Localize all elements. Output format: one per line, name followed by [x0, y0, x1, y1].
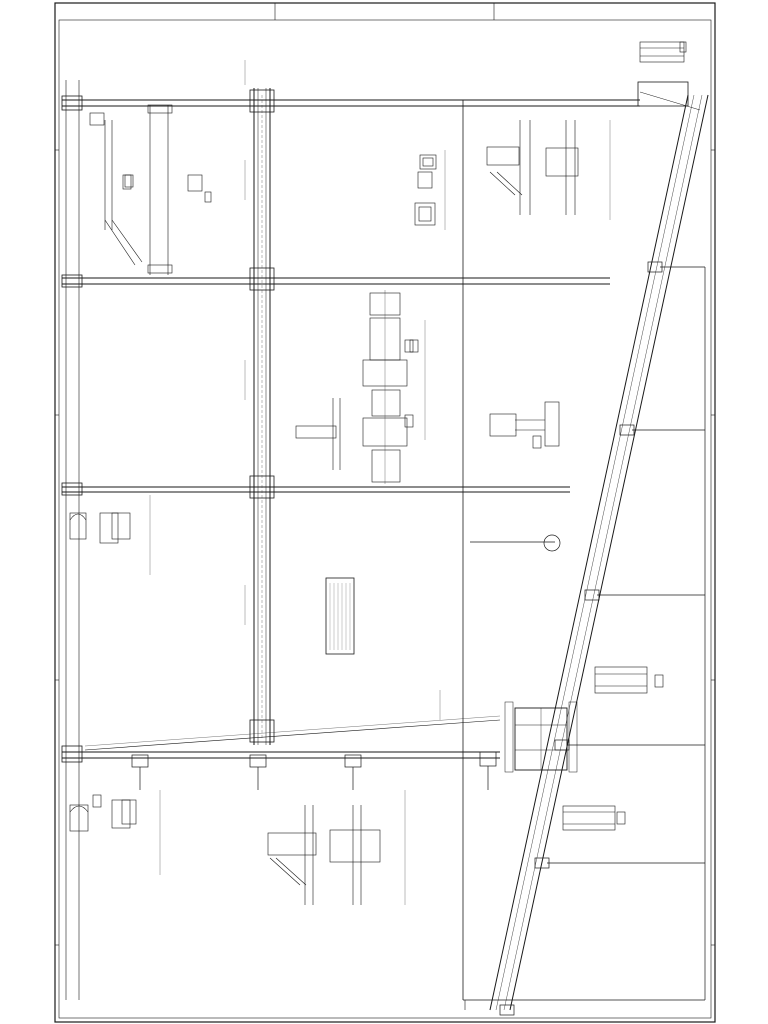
detail-tags — [92, 41, 687, 825]
footings — [131, 751, 497, 790]
detail-lower-centre — [267, 805, 381, 905]
raking-member — [84, 719, 501, 751]
trestle-3 — [470, 534, 561, 552]
detail-base-mid-right — [489, 401, 560, 447]
gallery-chord-3 — [495, 94, 695, 1011]
inclined-gallery — [489, 81, 709, 1011]
detail-plan-views — [562, 41, 685, 831]
trestles — [463, 261, 706, 1016]
head-end-frame — [637, 81, 689, 107]
detail-left-lower — [69, 799, 137, 832]
beams — [62, 99, 640, 759]
column-plate-1 — [249, 89, 275, 113]
left-column — [61, 80, 83, 1000]
trestle-1 — [647, 261, 706, 1000]
detail-left-middle — [69, 512, 131, 544]
outer-border — [54, 2, 716, 1023]
beam-2 — [62, 277, 610, 285]
detail-splice-central — [295, 290, 414, 484]
trestle-7 — [463, 999, 705, 1016]
inner-border — [58, 19, 712, 1019]
column-plate-4 — [249, 719, 275, 743]
plan-view-top — [639, 41, 685, 63]
detail-brace-top-left — [89, 104, 203, 275]
beam-1 — [62, 99, 640, 107]
trestle-6 — [534, 857, 705, 869]
notes-box — [325, 577, 355, 655]
raking-member-2 — [84, 715, 501, 747]
beam-4 — [62, 751, 500, 759]
beam-3 — [62, 486, 570, 493]
transfer-tower — [504, 701, 578, 773]
sheet-frame — [54, 2, 716, 1023]
gallery-chord-2 — [509, 94, 709, 1011]
trestle-4 — [584, 589, 705, 601]
column-plate-3 — [249, 475, 275, 499]
trestle-2 — [619, 424, 705, 436]
gallery-chord-4 — [503, 94, 703, 1011]
column-plate-2 — [249, 267, 275, 291]
main-column — [249, 88, 275, 745]
trestle-5 — [554, 739, 705, 751]
gallery-chord-1 — [489, 94, 689, 1011]
detail-connection-upper-right — [486, 120, 579, 215]
border-ticks — [55, 149, 715, 946]
plan-view-low — [562, 805, 616, 831]
plan-view-mid — [594, 666, 648, 694]
annotation-strokes — [149, 60, 611, 905]
detail-sections-top-middle — [414, 154, 437, 226]
